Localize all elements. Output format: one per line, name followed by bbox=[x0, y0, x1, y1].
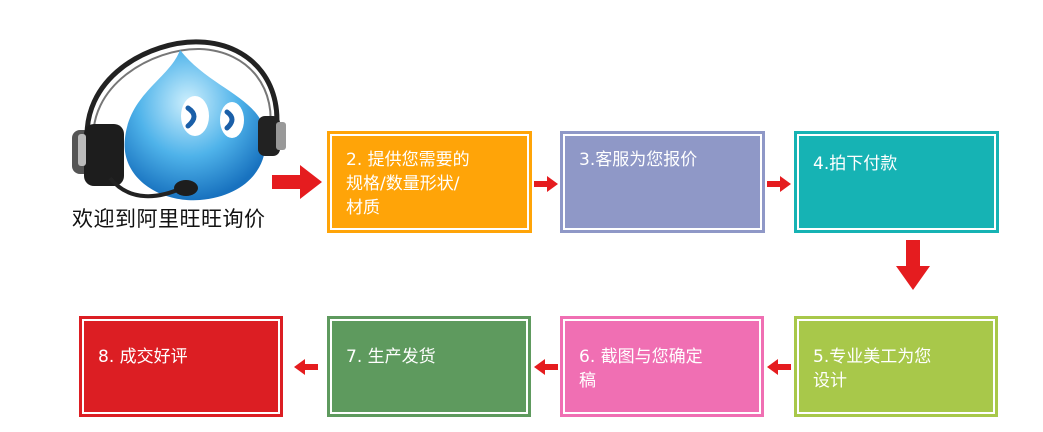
step-4-line-1: 4.拍下付款 bbox=[813, 154, 898, 174]
right-arrow-icon bbox=[534, 176, 558, 192]
step-2-provide-specs: 2. 提供您需要的 规格/数量形状/ 材质 bbox=[330, 134, 529, 230]
step-3-quote: 3.客服为您报价 bbox=[563, 134, 762, 230]
step-5-design: 5.专业美工为您 设计 bbox=[797, 319, 995, 414]
aliwangwang-headset-mascot-icon bbox=[72, 39, 286, 201]
step-6-line-2: 稿 bbox=[579, 371, 596, 391]
right-arrow-icon bbox=[272, 165, 322, 199]
step-3-line-1: 3.客服为您报价 bbox=[579, 150, 698, 170]
step-7-production-shipping: 7. 生产发货 bbox=[330, 319, 528, 414]
left-arrow-icon bbox=[534, 359, 558, 375]
step-8-good-review: 8. 成交好评 bbox=[82, 319, 280, 414]
step-2-line-3: 材质 bbox=[346, 198, 380, 218]
left-arrow-icon bbox=[294, 359, 318, 375]
step-8-line-1: 8. 成交好评 bbox=[98, 347, 188, 367]
down-arrow-icon bbox=[896, 240, 930, 290]
step-5-line-1: 5.专业美工为您 bbox=[813, 347, 932, 367]
step-6-line-1: 6. 截图与您确定 bbox=[579, 347, 703, 367]
step-5-line-2: 设计 bbox=[813, 371, 847, 391]
step-7-line-1: 7. 生产发货 bbox=[346, 347, 436, 367]
step-4-payment: 4.拍下付款 bbox=[797, 134, 996, 230]
step-6-confirm-draft: 6. 截图与您确定 稿 bbox=[563, 319, 761, 414]
step-2-line-1: 2. 提供您需要的 bbox=[346, 150, 470, 170]
left-arrow-icon bbox=[767, 359, 791, 375]
step-2-line-2: 规格/数量形状/ bbox=[346, 174, 460, 194]
right-arrow-icon bbox=[767, 176, 791, 192]
welcome-text: 欢迎到阿里旺旺询价 bbox=[72, 207, 266, 231]
